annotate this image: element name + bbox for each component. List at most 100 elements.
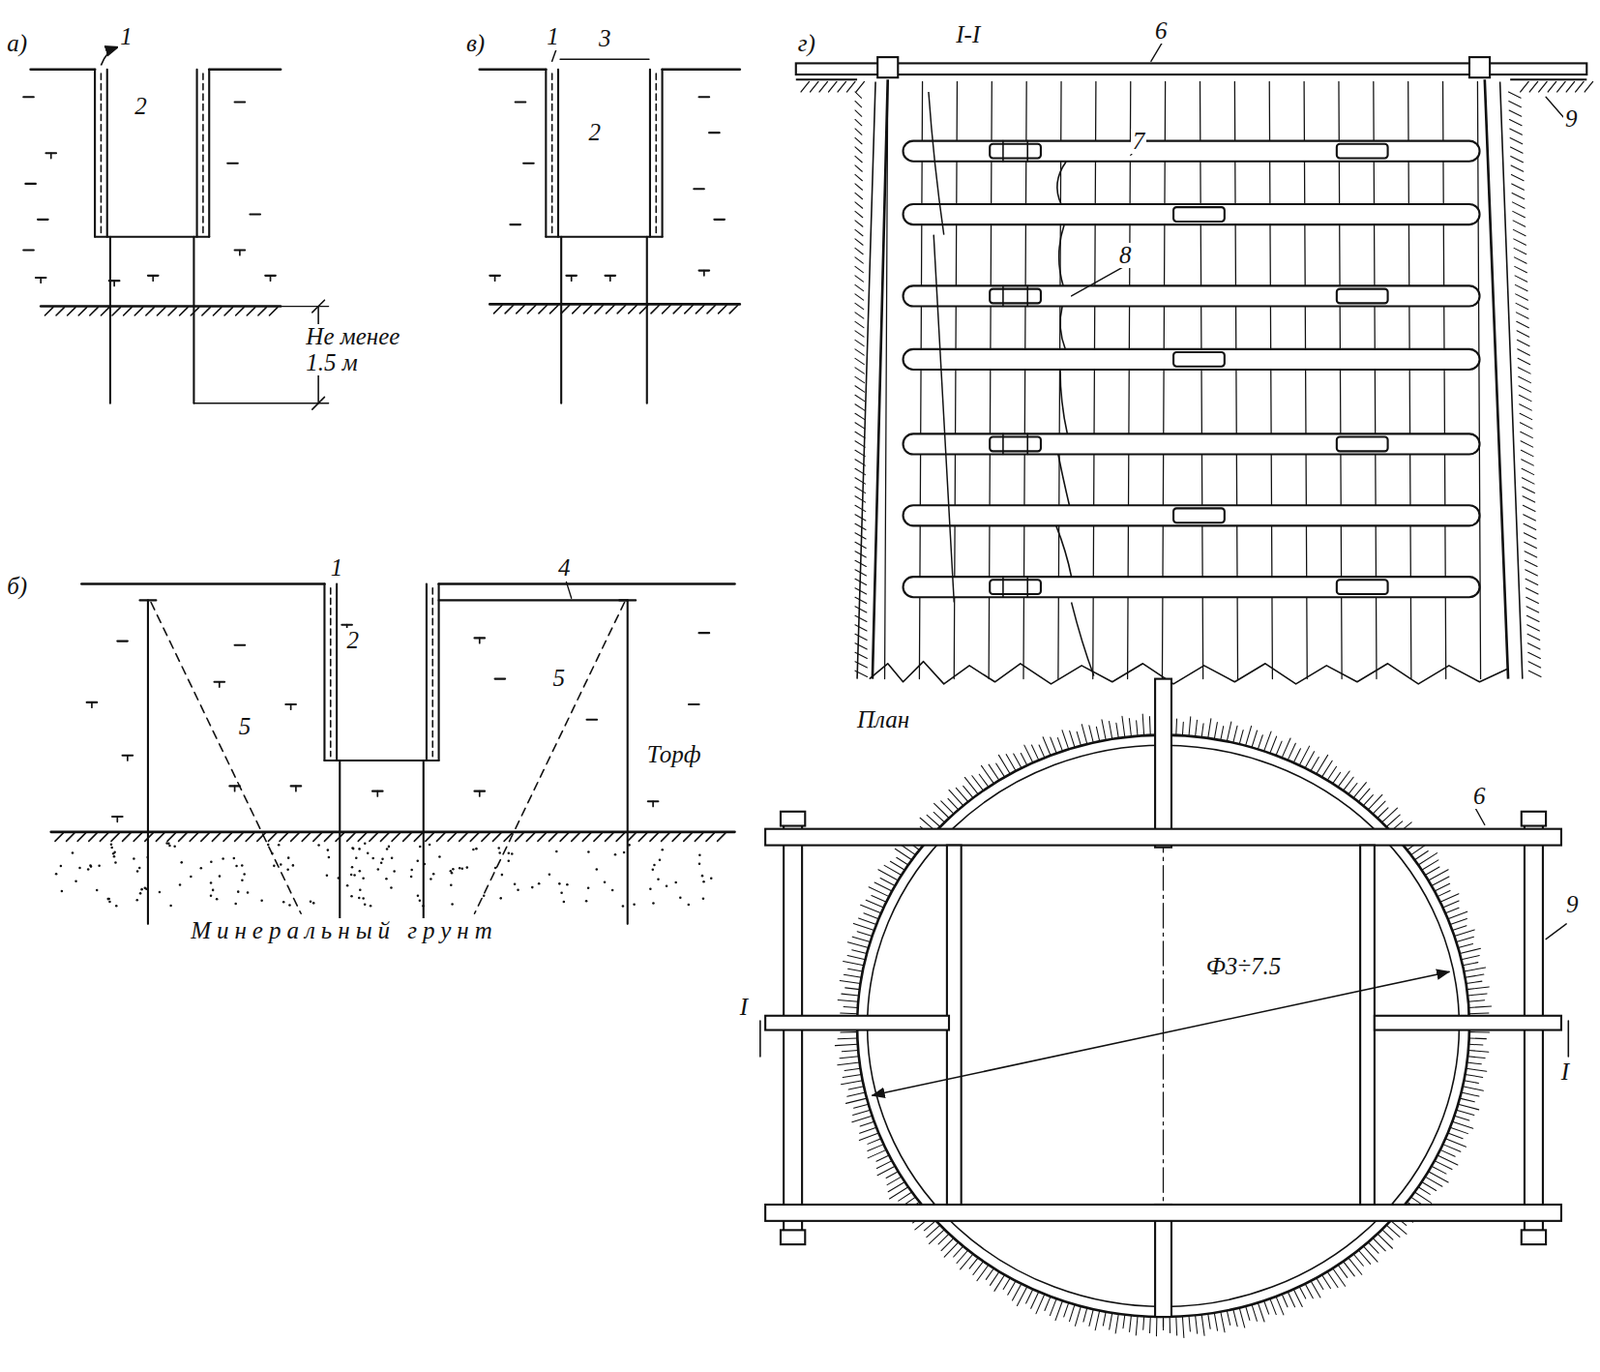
timber-ring (903, 433, 1481, 454)
excavation-line (439, 598, 628, 601)
ground-fuzz (1459, 1097, 1475, 1102)
mineral-soil-dot (385, 877, 388, 881)
ground-hatch (855, 321, 864, 327)
timber-ring (903, 204, 1481, 225)
ground-hatch (481, 832, 490, 841)
ground-hatch (1526, 606, 1540, 613)
mineral-soil-dot (158, 890, 162, 894)
ground-fuzz (1049, 1298, 1057, 1315)
mineral-soil-dot (234, 902, 238, 906)
ring-clamp (1173, 207, 1225, 222)
ground-hatch (122, 832, 131, 841)
mineral-soil-dot (702, 880, 706, 884)
ground-hatch (639, 304, 648, 313)
mineral-soil-dot (237, 889, 240, 893)
ground-fuzz (1239, 730, 1244, 745)
ground-hatch (526, 832, 534, 841)
ground-fuzz (1226, 1309, 1230, 1325)
timber-ring (903, 141, 1481, 162)
ground-hatch (855, 385, 865, 392)
mineral-soil-dot (415, 859, 419, 862)
ground-fuzz (1418, 853, 1437, 865)
ground-hatch (291, 832, 299, 841)
ground-fuzz (874, 882, 892, 891)
ground-fuzz (1201, 723, 1204, 738)
callout-number: 7 (1130, 128, 1148, 154)
ground-fuzz (867, 1149, 887, 1158)
ground-hatch (347, 832, 356, 841)
ground-hatch (1519, 413, 1533, 419)
break-line (869, 661, 1509, 684)
peat-mark (113, 280, 116, 286)
ground-fuzz (1455, 936, 1474, 942)
sheet-pile-dash (431, 588, 434, 757)
sheet-pile (192, 237, 195, 404)
ground-fuzz (1424, 866, 1440, 876)
ground-hatch (1512, 220, 1526, 227)
ground-hatch (516, 304, 525, 313)
ground-fuzz (1270, 1298, 1276, 1314)
ground-hatch (855, 357, 864, 364)
leader-line (1151, 40, 1164, 61)
ground-fuzz (863, 913, 879, 919)
mineral-soil-dot (95, 888, 99, 892)
ground-hatch (44, 307, 53, 316)
ground-fuzz (876, 1155, 889, 1161)
clamp-bolt (1026, 433, 1029, 454)
peat-mark (269, 275, 272, 281)
panel-letter: а) (4, 30, 30, 57)
ground-hatch (717, 832, 726, 841)
mineral-soil-dot (701, 874, 705, 878)
ground-surface (439, 582, 736, 586)
ground-hatch (245, 832, 254, 841)
ground-fuzz (923, 1220, 936, 1231)
mineral-soil-dot (649, 887, 652, 890)
ground-fuzz (1169, 1316, 1171, 1333)
ground-surface (30, 67, 95, 71)
ground-fuzz (889, 860, 905, 870)
mineral-soil-dot (450, 902, 454, 906)
clamp-bolt (1002, 576, 1005, 597)
mineral-soil-dot (107, 897, 111, 901)
ground-hatch (403, 832, 412, 841)
ground-fuzz (844, 1067, 860, 1070)
ground-hatch (855, 670, 868, 677)
pile-cap (140, 598, 157, 601)
ground-hatch (89, 307, 98, 316)
ground-fuzz (1069, 1303, 1076, 1321)
ground-hatch (683, 832, 692, 841)
ground-hatch (1516, 321, 1530, 327)
dimension-tick (312, 299, 326, 313)
ground-fuzz (1214, 722, 1217, 740)
mineral-soil-dot (240, 863, 244, 867)
ground-hatch (1508, 91, 1521, 98)
ground-fuzz (1348, 1257, 1363, 1275)
trench-bottom (324, 759, 439, 762)
ground-fuzz (1044, 1296, 1051, 1311)
ground-fuzz (1362, 795, 1373, 806)
ground-hatch (1520, 441, 1534, 447)
ground-hatch (855, 523, 866, 530)
ground-hatch (492, 832, 501, 841)
ground-fuzz (1450, 1126, 1468, 1133)
ground-hatch (201, 832, 209, 841)
ground-fuzz (1031, 1291, 1039, 1308)
ground-hatch (855, 284, 864, 291)
ground-hatch (855, 441, 865, 447)
sheet-pile-wall (335, 583, 338, 761)
callout-number: 9 (1563, 106, 1580, 132)
mineral-soil-dot (97, 863, 101, 867)
ground-fuzz (1188, 1315, 1190, 1332)
ground-hatch (1516, 330, 1530, 337)
ground-fuzz (1208, 718, 1212, 739)
ground-fuzz (1149, 716, 1152, 736)
mineral-soil-dot (309, 900, 313, 904)
ground-fuzz (1382, 807, 1398, 823)
ground-hatch (1511, 202, 1525, 208)
ground-fuzz (837, 1037, 858, 1039)
ground-fuzz (948, 789, 964, 805)
ground-fuzz (1469, 1011, 1489, 1014)
ground-fuzz (898, 1191, 913, 1201)
ground-hatch (847, 81, 856, 92)
